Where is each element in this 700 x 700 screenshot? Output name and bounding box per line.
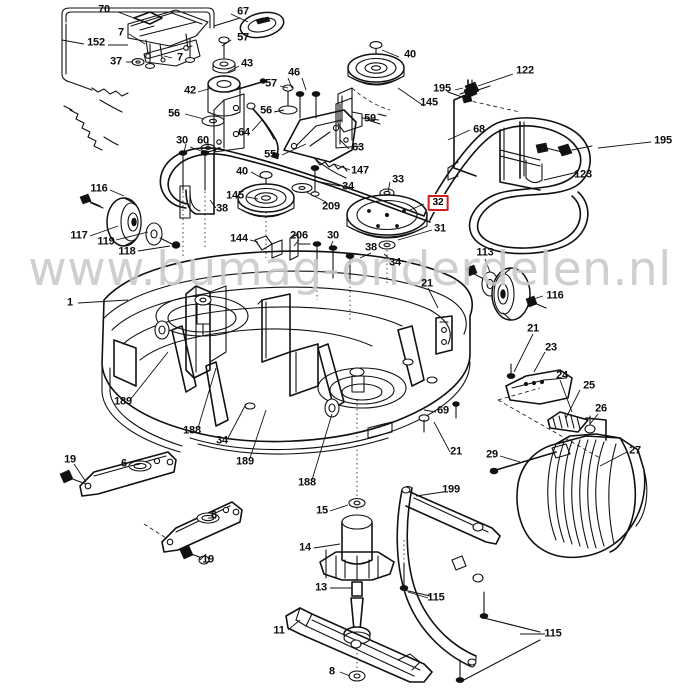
group-gauge-wheel-right [465,264,547,321]
callout-number: 19 [202,553,214,566]
callout-number: 57 [237,31,249,44]
callout-number: 56 [260,104,272,117]
callout-number: 40 [236,165,248,178]
group-idler-stack-left [200,36,267,153]
callout-number: 195 [433,82,451,95]
callout-number: 30 [327,229,339,242]
callout-number: 19 [64,453,76,466]
callout-number: 60 [197,134,209,147]
callout-number: 117 [70,229,88,242]
callout-number: 40 [404,48,416,61]
group-gauge-wheel-left [79,193,181,249]
callout-number: 21 [450,445,462,458]
callout-number: 34 [216,434,228,447]
callout-number: 6 [211,509,217,522]
callout-number: 30 [176,134,188,147]
group-belt-keeper-59 [337,87,387,133]
callout-number: 113 [476,246,494,259]
group-mandrel-bracket [278,84,363,197]
group-deck-arms [59,451,243,565]
callout-number: 7 [118,26,124,39]
callout-number: 123 [574,168,592,181]
group-chute-and-spring [489,363,648,559]
callout-number: 33 [392,173,404,186]
callout-number: 144 [230,232,248,245]
callout-number: 23 [545,341,557,354]
callout-number: 122 [516,64,534,77]
callout-number: 46 [288,66,300,79]
group-deflector-rod-199 [325,485,541,683]
callout-number: 67 [237,5,249,18]
callout-number: 70 [98,3,110,16]
callout-number: 6 [121,457,127,470]
callout-number: 59 [364,112,376,125]
callout-number: 25 [583,379,595,392]
callout-number: 145 [226,189,244,202]
group-lift-linkage [61,7,285,151]
callout-number: 8 [329,665,335,678]
callout-number: 189 [114,395,132,408]
callout-number: 24 [556,369,568,382]
group-blade-assembly [285,498,433,683]
callout-number: 199 [442,483,460,496]
callout-number: 64 [238,126,250,139]
group-drive-belt [159,79,593,255]
callout-number: 21 [527,322,539,335]
callout-number: 55 [264,148,276,161]
callout-number: 188 [298,476,316,489]
callout-number: 21 [421,277,433,290]
callout-number: 116 [90,182,108,195]
callout-number: 37 [110,55,122,68]
callout-number: 116 [546,289,564,302]
callout-number: 57 [265,77,277,90]
callout-number: 195 [654,134,672,147]
callout-number: 63 [352,141,364,154]
callout-number: 69 [437,404,449,417]
callout-number: 34 [389,256,401,269]
group-mower-deck [101,250,474,510]
callout-number: 209 [322,200,340,213]
callout-number: 34 [342,180,354,193]
callout-number: 115 [544,627,562,640]
callout-number: 145 [420,96,438,109]
callout-number: 38 [216,202,228,215]
callout-number: 15 [316,504,328,517]
group-rod-64 [246,102,280,160]
callout-number: 14 [299,541,311,554]
group-idler-pulley-center [237,171,338,300]
callout-number: 189 [236,455,254,468]
group-leader-lines [61,11,652,677]
callout-number: 29 [486,448,498,461]
callout-number: 119 [97,235,115,248]
callout-number-highlighted[interactable]: 32 [427,195,449,211]
callout-number: 43 [241,57,253,70]
callout-number: 31 [434,222,446,235]
callout-number: 56 [168,107,180,120]
callout-number: 152 [87,36,105,49]
callout-number: 188 [183,424,201,437]
callout-number: 27 [629,444,641,457]
callout-number: 26 [595,402,607,415]
callout-number: 1 [67,296,73,309]
callout-number: 118 [118,245,136,258]
callout-number: 206 [290,229,308,242]
callout-number: 7 [177,51,183,64]
callout-number: 115 [427,591,445,604]
callout-number: 38 [365,241,377,254]
callout-number: 11 [273,624,285,637]
callout-number: 42 [184,84,196,97]
group-idler-pulley-upper [347,41,405,111]
callout-number: 13 [315,581,327,594]
callout-number: 68 [473,123,485,136]
callout-number: 147 [351,164,369,177]
